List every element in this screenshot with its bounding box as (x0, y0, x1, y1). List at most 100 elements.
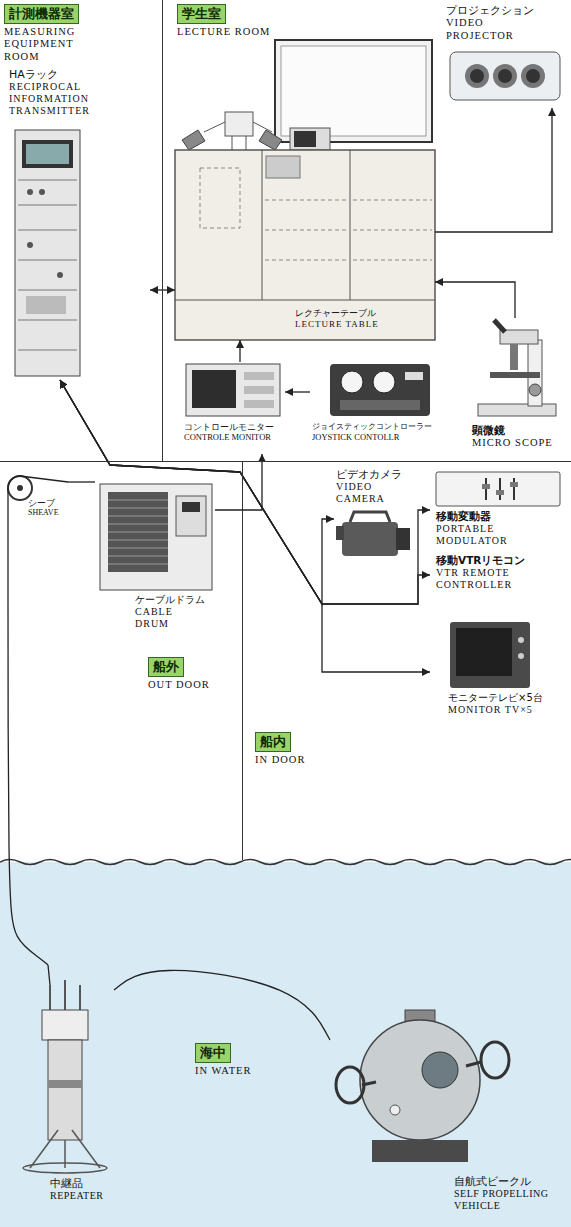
ha-rack-picture (27, 242, 33, 248)
part-name-en: RECIPROCAL INFORMATION TRANSMITTER (9, 81, 144, 117)
lecture-table-picture (175, 300, 435, 301)
repeater-picture (49, 985, 51, 1010)
region-tag: 船内 (255, 732, 291, 752)
sheave-picture (8, 476, 68, 536)
ha-rack-picture (18, 350, 77, 351)
cable-drum-picture (108, 548, 168, 549)
part-name-ja: HAラック (9, 68, 58, 81)
equipment-box: 自航式ビークルSELF PROPELLING VEHICLE (330, 995, 570, 1220)
microscope-picture (510, 344, 518, 370)
region-panel: HAラックRECIPROCAL INFORMATION TRANSMITTER計… (0, 0, 163, 462)
video-camera-picture (336, 512, 410, 556)
equipment-box: モニターテレビ×5台MONITOR TV×5 (430, 618, 567, 728)
part-name-en: CABLE DRUM (135, 606, 207, 630)
ha-rack-picture (57, 272, 63, 278)
label-group: モニターテレビ×5台MONITOR TV×5 (448, 618, 566, 716)
control-monitor-picture (244, 386, 274, 394)
region-name: IN WATER (195, 1065, 252, 1078)
equipment-box: 中継品REPEATER (14, 965, 114, 1210)
lecture-table-picture (290, 128, 330, 150)
ha-rack-picture (15, 130, 80, 376)
equipment-box: レクチャーテーブルLECTURE TABLE (175, 108, 435, 340)
lecture-table-picture (246, 136, 247, 150)
label-group: ケーブルドラムCABLE DRUM (135, 478, 207, 630)
part-name-en: VTR REMOTE CONTROLLER (436, 567, 561, 591)
region-name: LECTURE ROOM (177, 26, 270, 39)
ha-rack-picture (18, 260, 77, 261)
label-group: 移動VTRリモコンVTR REMOTE CONTROLLER (436, 554, 561, 591)
joystick-picture (330, 364, 430, 416)
screen (275, 40, 432, 142)
part-name-ja: 移動VTRリモコン (436, 554, 525, 567)
part-name-ja: ケーブルドラム (135, 594, 205, 606)
label-group: 自航式ビークルSELF PROPELLING VEHICLE (454, 995, 566, 1212)
lecture-table-picture (175, 150, 435, 340)
video-camera-picture (350, 512, 390, 522)
monitor-tv-picture (450, 622, 530, 688)
cable-drum-picture (176, 496, 206, 536)
part-name-ja: 顕微鏡 (472, 424, 505, 437)
repeater-picture (79, 985, 81, 1010)
modulator-picture (513, 478, 515, 500)
lecture-table-picture (353, 200, 432, 201)
part-name-en: SHEAVE (28, 508, 59, 518)
modulator-picture (496, 490, 504, 495)
part-name-ja: 自航式ビークル (454, 1175, 531, 1188)
region-panel: プロジェクションVIDEO PROJECTORレクチャーテーブルLECTURE … (163, 0, 571, 462)
cable-drum-picture (108, 556, 168, 557)
label-group: 顕微鏡MICRO SCOPE (472, 318, 566, 450)
connector (239, 340, 240, 362)
label-group: 船外OUT DOOR (148, 462, 238, 691)
repeater-picture (42, 1010, 88, 1040)
lecture-table-picture (265, 260, 347, 261)
lecture-table-picture (204, 122, 225, 132)
equipment-box: シーブSHEAVE (4, 470, 68, 536)
monitor-tv-picture (518, 653, 524, 659)
modulator-picture (482, 484, 490, 489)
label-group: HAラックRECIPROCAL INFORMATION TRANSMITTER (9, 68, 144, 117)
cable-drum-picture (182, 502, 200, 512)
modulator-picture (436, 472, 560, 506)
cable-drum-picture (108, 524, 168, 525)
control-monitor-picture (192, 370, 236, 408)
part-name-ja: 移動変動器 (436, 510, 491, 523)
part-name-en: PORTABLE MODULATOR (436, 523, 561, 547)
control-monitor-picture (244, 400, 274, 408)
connector (60, 380, 334, 604)
screen (275, 40, 432, 142)
sea-water (0, 860, 571, 865)
sheave-picture (17, 485, 23, 491)
repeater-picture (48, 1040, 82, 1140)
label-group: レクチャーテーブルLECTURE TABLE (295, 108, 430, 330)
cable-drum-picture (108, 500, 168, 501)
sea-water (0, 862, 571, 1227)
part-name-en: LECTURE TABLE (295, 319, 379, 330)
modulator-picture (499, 478, 501, 500)
vehicle-picture (336, 1067, 364, 1103)
projector-picture (493, 64, 517, 88)
cable-drum-picture (108, 540, 168, 541)
cable-drum-picture (108, 516, 168, 517)
cable-drum-picture (100, 484, 212, 590)
lecture-table-picture (265, 230, 347, 231)
lecture-table-picture (350, 150, 351, 300)
connector (114, 970, 330, 1040)
vehicle-picture (336, 1010, 509, 1162)
region-name: IN DOOR (255, 754, 305, 767)
part-name-ja: ジョイスティックコントローラー (312, 422, 432, 432)
video-camera-picture (336, 526, 344, 540)
microscope-picture (490, 372, 540, 378)
lecture-table-picture (259, 130, 282, 150)
equipment-box: ジョイスティックコントローラーJOYSTICK CONTOLLR (310, 362, 440, 454)
equipment-box: ケーブルドラムCABLE DRUM (95, 478, 215, 643)
ha-rack-picture (26, 296, 66, 314)
label-group: シーブSHEAVE (28, 470, 68, 518)
microscope-picture (529, 384, 541, 396)
microscope-picture (478, 404, 556, 416)
ha-rack-picture (18, 180, 77, 181)
joystick-picture (373, 371, 395, 393)
connector (60, 380, 430, 604)
lecture-table-picture (262, 150, 263, 300)
part-name-en: REPEATER (50, 1190, 103, 1202)
